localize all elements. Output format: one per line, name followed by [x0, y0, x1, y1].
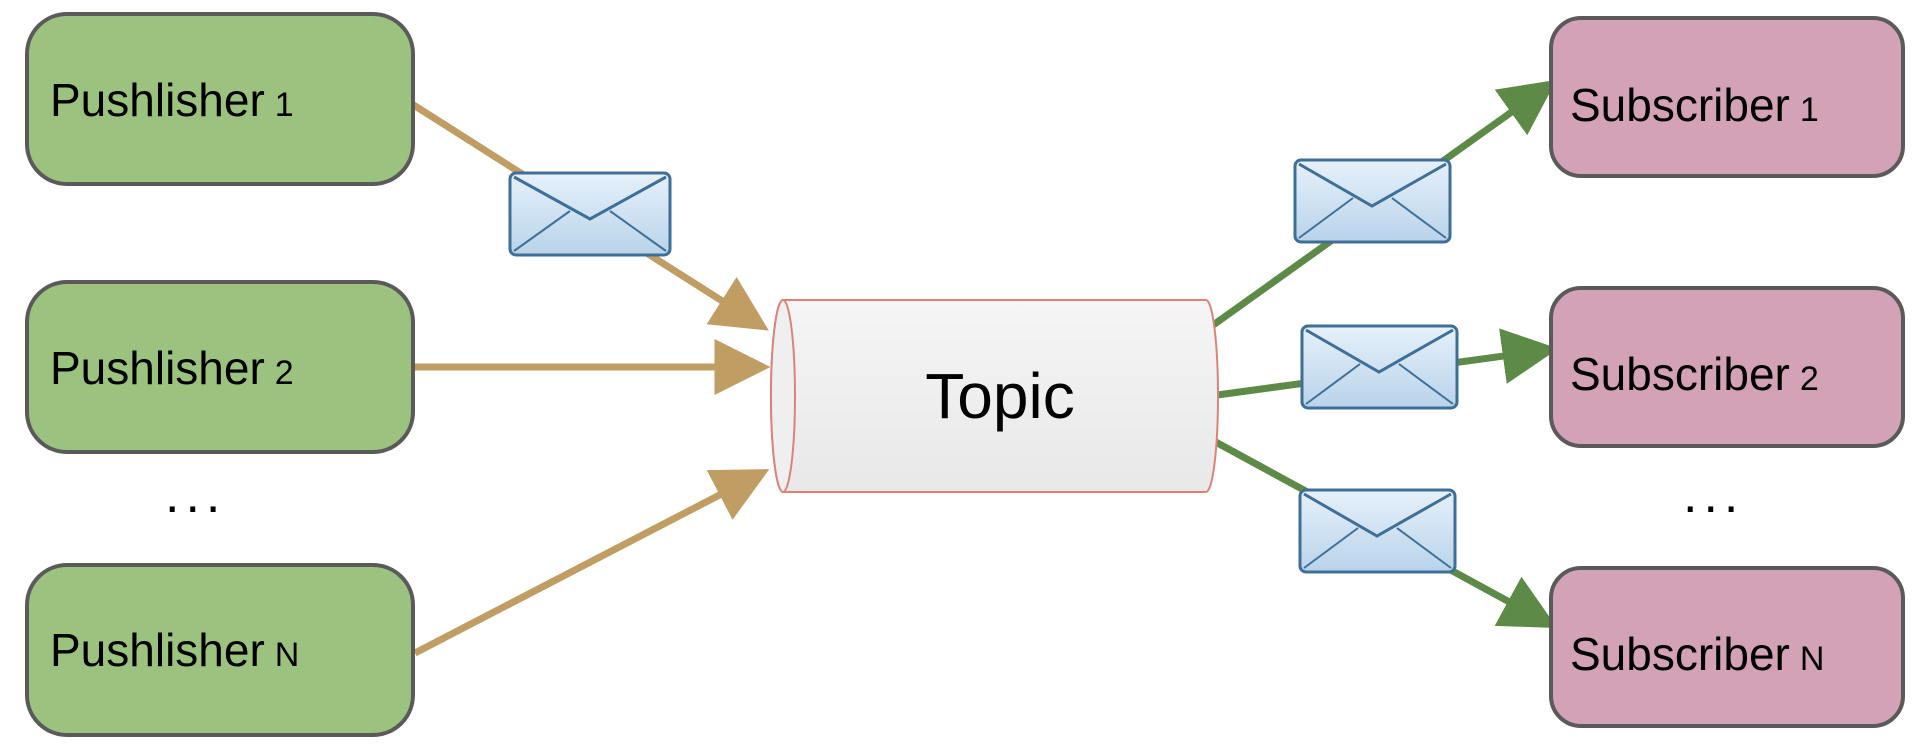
publisher-n-arrow [413, 469, 770, 657]
topic: Topic [770, 299, 1219, 493]
subscriber-1-suffix: 1 [1800, 91, 1819, 129]
publisher-2-suffix: 2 [275, 354, 294, 392]
subscriber-n-label: Subscriber [1570, 628, 1790, 680]
publisher-n: Pushlisher N [25, 563, 415, 737]
publisher-1: Pushlisher 1 [25, 12, 415, 186]
subscriber-2-label: Subscriber [1570, 348, 1790, 400]
subscriber-1: Subscriber 1 [1549, 16, 1905, 178]
publisher-n-label: Pushlisher [50, 624, 265, 676]
envelope-icon [508, 171, 672, 257]
publisher-2: Pushlisher 2 [25, 280, 415, 454]
publisher-1-suffix: 1 [275, 86, 294, 124]
envelope-icon [1293, 158, 1452, 244]
subscriber-n-suffix: N [1800, 640, 1825, 678]
subscriber-1-label: Subscriber [1570, 79, 1790, 131]
publisher-1-label: Pushlisher [50, 74, 265, 126]
topic-label: Topic [925, 360, 1074, 432]
envelope-icon [1300, 324, 1459, 410]
subscriber-2-suffix: 2 [1800, 360, 1819, 398]
publishers-ellipsis: ... [165, 466, 226, 524]
subscribers-ellipsis: ... [1683, 466, 1744, 524]
publisher-n-suffix: N [275, 636, 300, 674]
envelope-icon [1298, 488, 1457, 574]
publisher-2-label: Pushlisher [50, 342, 265, 394]
subscriber-n: Subscriber N [1549, 566, 1905, 728]
subscriber-2: Subscriber 2 [1549, 286, 1905, 448]
